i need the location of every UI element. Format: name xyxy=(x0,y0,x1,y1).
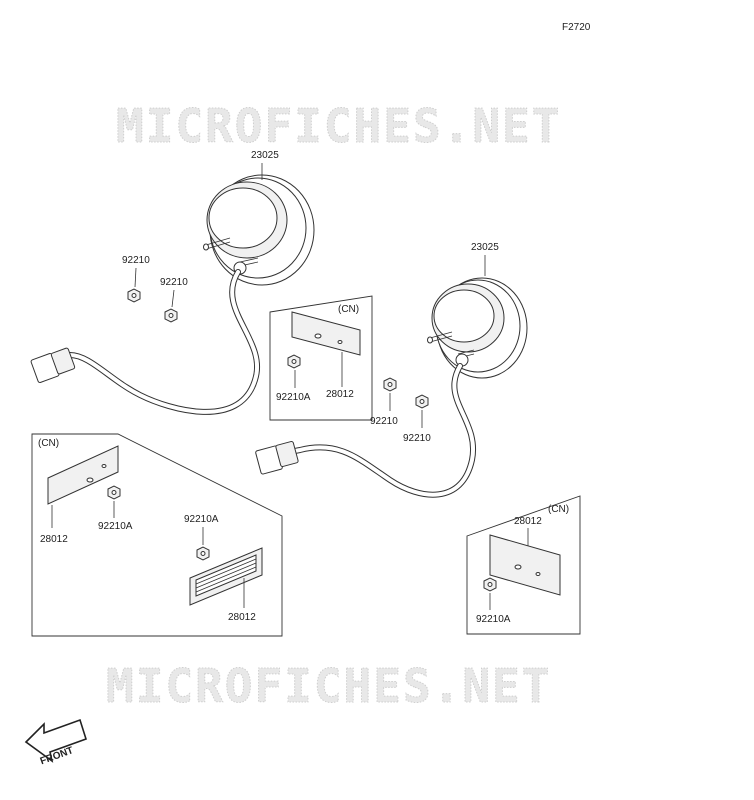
cn-frame-left: (CN) 28012 92210A 92210A 28012 xyxy=(31,433,283,637)
cn-label-left: (CN) xyxy=(38,438,59,449)
nut-left-2 xyxy=(164,308,178,323)
cn-frame-right: (CN) 28012 92210A xyxy=(466,495,581,635)
label-nut-left-2: 92210 xyxy=(160,277,188,288)
label-nut-center: 92210A xyxy=(276,392,311,403)
cable-right xyxy=(265,363,477,498)
label-nut-left-cn-1: 92210A xyxy=(98,521,133,532)
watermark-bottom: MICROFICHES.NET xyxy=(106,659,551,713)
nut-right-1 xyxy=(383,377,397,392)
connector-right xyxy=(255,440,299,475)
reflector-left-1 xyxy=(47,445,119,505)
label-nut-left-cn-2: 92210A xyxy=(184,514,219,525)
nut-left-cn-1 xyxy=(107,485,121,500)
label-reflector-left-1: 28012 xyxy=(40,534,68,545)
figure-id: F2720 xyxy=(562,22,591,33)
nut-center xyxy=(287,354,301,369)
nut-right-2 xyxy=(415,394,429,409)
reflector-left-2 xyxy=(189,547,263,606)
label-reflector-left-2: 28012 xyxy=(228,612,256,623)
connector-left xyxy=(30,347,76,383)
label-nut-right-1: 92210 xyxy=(370,416,398,427)
cn-frame-center: (CN) 92210A 28012 xyxy=(269,295,373,421)
nut-left-1 xyxy=(127,288,141,303)
lamp-left xyxy=(203,174,315,286)
label-nut-right-cn: 92210A xyxy=(476,614,511,625)
nut-left-cn-2 xyxy=(196,546,210,561)
cn-label-right: (CN) xyxy=(548,504,569,515)
cable-left xyxy=(67,269,260,415)
reflector-center xyxy=(291,311,361,356)
nut-right-cn xyxy=(483,577,497,592)
label-lamp-right: 23025 xyxy=(471,242,499,253)
cn-label-center: (CN) xyxy=(338,304,359,315)
label-nut-left-1: 92210 xyxy=(122,255,150,266)
lamp-right xyxy=(427,277,528,379)
label-reflector-center: 28012 xyxy=(326,389,354,400)
watermark-top: MICROFICHES.NET xyxy=(116,99,561,153)
label-reflector-right: 28012 xyxy=(514,516,542,527)
reflector-right xyxy=(489,534,561,596)
label-nut-right-2: 92210 xyxy=(403,433,431,444)
front-arrow-icon: FRONT xyxy=(24,718,87,767)
label-lamp-left: 23025 xyxy=(251,150,279,161)
